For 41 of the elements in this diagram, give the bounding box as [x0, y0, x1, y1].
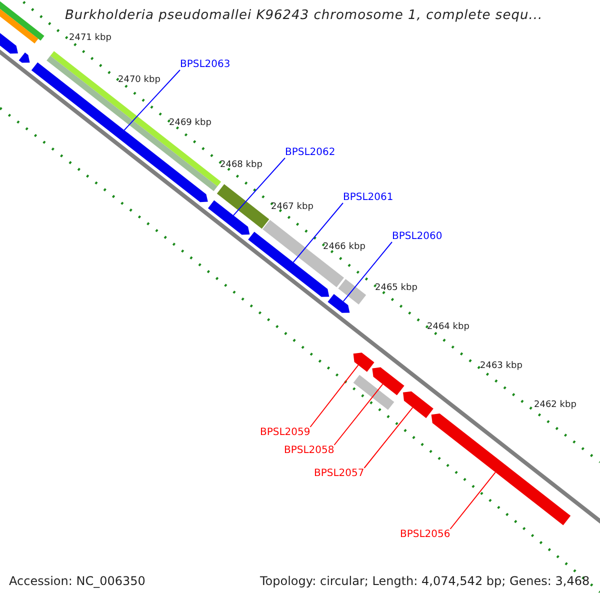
tick-label: 2469 kbp	[169, 119, 212, 129]
gene-feature	[353, 374, 394, 410]
tick-label: 2466 kbp	[323, 243, 366, 253]
leader-line	[124, 70, 180, 131]
leader-line	[232, 158, 286, 216]
map-title: Burkholderia pseudomallei K96243 chromosome 1, complete sequ...	[65, 9, 543, 24]
gene-feature	[208, 200, 250, 235]
tick-label: 2463 kbp	[480, 362, 522, 372]
gene-label: BPSL2062	[285, 147, 336, 158]
summary-text: Topology: circular; Length: 4,074,542 bp; Genes: 3,468	[260, 575, 590, 588]
leader-line	[292, 202, 344, 263]
tick-label: 2464 kbp	[427, 323, 470, 333]
gene-feature	[353, 352, 374, 372]
gene-feature	[338, 279, 366, 304]
gene-feature	[372, 367, 404, 396]
accession-text: Accession: NC_006350	[9, 575, 146, 588]
gene-feature	[403, 391, 434, 418]
leader-line	[342, 242, 392, 302]
leader-line	[334, 384, 384, 446]
gene-feature	[0, 0, 44, 41]
gene-label: BPSL2057	[314, 468, 364, 479]
tick-label: 2462 kbp	[534, 401, 576, 411]
gene-label: BPSL2061	[343, 192, 394, 203]
gene-label: BPSL2058	[284, 445, 334, 456]
gene-label: BPSL2060	[392, 231, 442, 242]
leader-line	[364, 407, 414, 468]
gene-feature	[328, 294, 350, 313]
leader-line	[310, 364, 359, 428]
gene-label: BPSL2059	[260, 427, 310, 438]
tick-label: 2468 kbp	[220, 161, 262, 171]
tick-label: 2471 kbp	[69, 34, 112, 44]
gene-feature	[262, 220, 344, 288]
gene-label: BPSL2063	[180, 59, 230, 70]
tick-label: 2467 kbp	[271, 203, 314, 213]
gene-feature	[431, 414, 571, 526]
tick-label: 2465 kbp	[375, 284, 418, 294]
gene-feature	[216, 184, 270, 229]
tick-label: 2470 kbp	[118, 76, 160, 86]
gene-label: BPSL2056	[400, 529, 450, 540]
gene-feature	[18, 52, 30, 63]
leader-line	[450, 472, 496, 530]
